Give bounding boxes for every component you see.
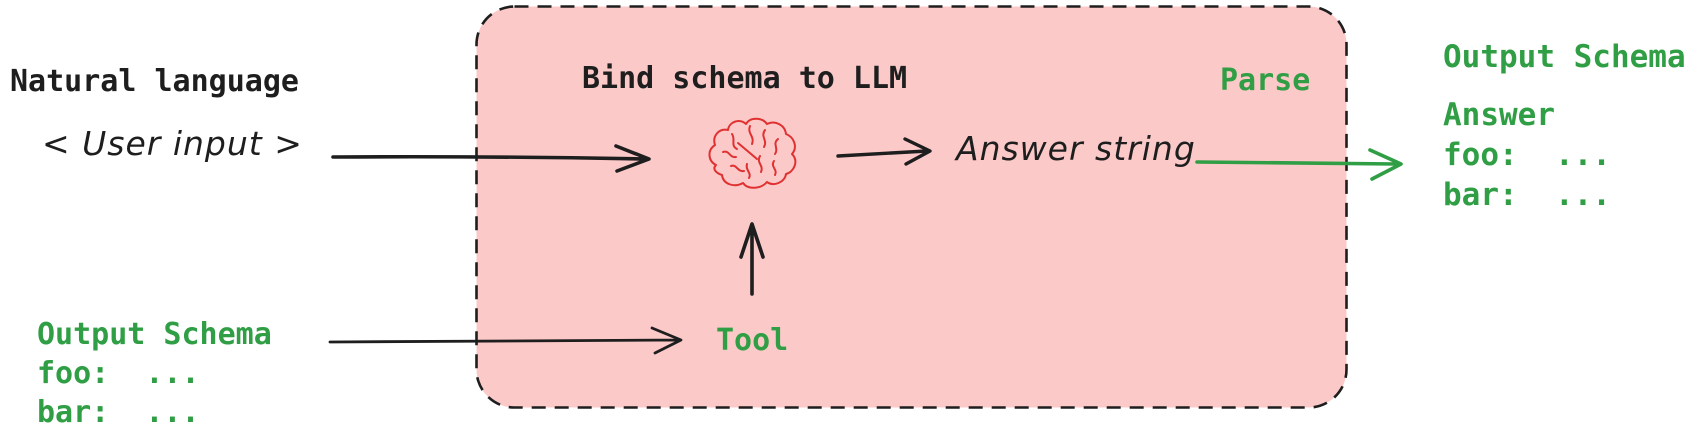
parse-label: Parse bbox=[1220, 63, 1311, 98]
result-answer-line: bar: ... bbox=[1443, 177, 1611, 213]
natural-language-label: Natural language bbox=[10, 64, 299, 99]
bound-llm-box bbox=[474, 4, 1349, 410]
bound-llm-box-border bbox=[475, 5, 1348, 409]
user-input-label: < User input > bbox=[42, 124, 303, 163]
input-output-schema-title: Output Schema bbox=[37, 317, 272, 352]
result-answer-label: Answer bbox=[1443, 97, 1555, 133]
tool-label: Tool bbox=[716, 323, 789, 358]
brain-icon bbox=[702, 116, 802, 194]
result-answer-line: foo: ... bbox=[1443, 137, 1611, 173]
input-output-schema-block: Output Schema foo: ... bar: ... bbox=[37, 315, 272, 432]
input-output-schema-line: bar: ... bbox=[37, 395, 200, 430]
answer-string-label: Answer string bbox=[956, 129, 1196, 168]
bind-schema-title: Bind schema to LLM bbox=[582, 61, 908, 96]
input-output-schema-line: foo: ... bbox=[37, 356, 200, 391]
result-answer-block: Answer foo: ... bar: ... bbox=[1443, 95, 1611, 215]
result-schema-title: Output Schema bbox=[1443, 39, 1686, 75]
